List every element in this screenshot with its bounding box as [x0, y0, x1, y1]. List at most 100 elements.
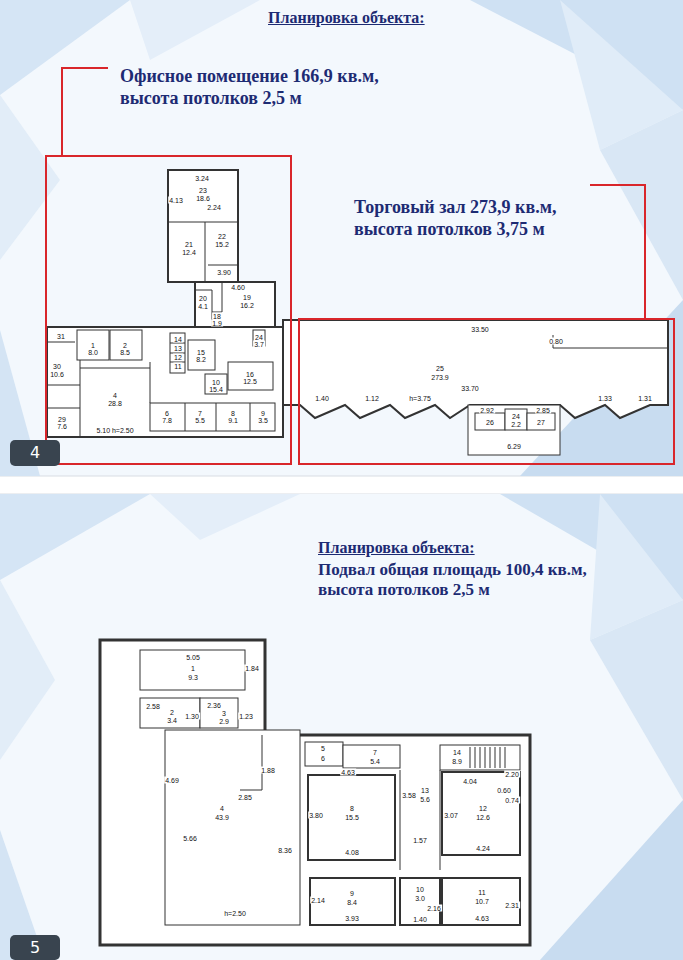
room-label: 5.4 [369, 758, 381, 765]
room-label: 3.5 [257, 417, 269, 424]
room-label: 3.90 [216, 269, 232, 276]
room-label: 8 [230, 410, 236, 417]
room-label: 2.2 [510, 421, 522, 428]
room-label: 5.6 [419, 796, 431, 803]
room-label: 31 [56, 333, 66, 340]
room-label: 1.30 [184, 713, 200, 720]
shop-plan [283, 320, 668, 455]
room-label: 7 [197, 410, 203, 417]
room-label: 26 [485, 419, 495, 426]
room-label: 5.05 [185, 654, 201, 661]
room-label: 0.60 [496, 787, 512, 794]
room-label: 4.1 [197, 303, 209, 310]
room-label: 3.07 [443, 812, 459, 819]
room-label: 5.66 [182, 835, 198, 842]
page-number: 4 [10, 440, 60, 466]
room-label: 8.2 [195, 356, 207, 363]
room-label: 6 [320, 755, 326, 762]
room-label: 15.2 [214, 241, 230, 248]
room-label: 1.31 [637, 395, 653, 402]
room-label: 1.88 [260, 767, 276, 774]
room-label: 33.50 [470, 326, 490, 333]
room-label: 14 [173, 336, 183, 343]
room-label: 1.12 [364, 395, 380, 402]
room-label: 3.0 [414, 895, 426, 902]
office-plan [47, 170, 283, 437]
area-frame: Торговый зал 273,9 кв.м, высота потолков… [298, 318, 675, 465]
slide-panel: Планировка объекта:Подвал общая площадь … [0, 494, 683, 960]
room-label: 2.20 [504, 771, 520, 778]
room-label: 4.04 [462, 778, 478, 785]
slide-panel: Планировка объекта:Офисное помещение 166… [0, 0, 683, 476]
room-label: 2 [122, 342, 128, 349]
room-label: 16.2 [239, 302, 255, 309]
room-label: 13 [420, 787, 430, 794]
slide-title: Планировка объекта: [318, 538, 475, 558]
room-label: 3.4 [166, 717, 178, 724]
room-label: 5 [320, 745, 326, 752]
room-label: 23 [198, 187, 208, 194]
room-label: 12 [478, 805, 488, 812]
room-label: 2.16 [426, 905, 442, 912]
room-label: 2.85 [535, 407, 551, 414]
room-label: 6 [164, 410, 170, 417]
room-label: 43.9 [214, 814, 230, 821]
room-label: 22 [217, 233, 227, 240]
room-label: 28.8 [107, 400, 123, 407]
room-label: 5.10 h=2.50 [95, 427, 134, 434]
room-label: 3.24 [194, 175, 210, 182]
room-label: 16 [245, 371, 255, 378]
room-label: 1.33 [597, 395, 613, 402]
room-label: 5.5 [194, 417, 206, 424]
room-label: 3.58 [401, 792, 417, 799]
room-label: 9 [349, 890, 355, 897]
room-label: 4.63 [340, 769, 356, 776]
room-label: 1.84 [244, 665, 260, 672]
room-label: 4.13 [168, 197, 184, 204]
room-label: 27 [536, 419, 546, 426]
room-label: 12.6 [475, 814, 491, 821]
room-label: 3.7 [253, 341, 265, 348]
room-label: 8 [349, 805, 355, 812]
room-label: 2 [169, 709, 175, 716]
room-label: 0.74 [504, 797, 520, 804]
slide-title: Планировка объекта: [268, 8, 425, 28]
area-callout: Подвал общая площадь 100,4 кв.м, высота … [318, 560, 618, 600]
room-label: 19 [242, 294, 252, 301]
basement-plan [100, 640, 530, 945]
room-label: 8.0 [87, 349, 99, 356]
room-label: 24 [511, 413, 521, 420]
room-label: 13 [173, 345, 183, 352]
room-label: 8.36 [277, 847, 293, 854]
room-label: 4.24 [475, 845, 491, 852]
room-label: 2.24 [206, 204, 222, 211]
room-label: 20 [198, 295, 208, 302]
room-label: 4 [219, 805, 225, 812]
room-label: 4.63 [474, 915, 490, 922]
room-label: 12.5 [242, 378, 258, 385]
room-label: 24 [254, 334, 264, 341]
area-callout: Торговый зал 273,9 кв.м, высота потолков… [354, 196, 609, 240]
room-label: 1.9 [211, 320, 223, 327]
page-number-text: 5 [10, 938, 60, 958]
room-label: 25 [435, 365, 445, 372]
room-label: 10.7 [474, 898, 490, 905]
room-label: 18 [212, 313, 222, 320]
room-label: 8.4 [346, 899, 358, 906]
room-label: h=3.75 [408, 395, 432, 402]
room-label: 12.4 [181, 249, 197, 256]
room-label: 3 [221, 710, 227, 717]
room-label: 7.8 [161, 417, 173, 424]
room-label: 4 [112, 392, 118, 399]
room-label: 2.58 [145, 703, 161, 710]
room-label: 3.93 [344, 915, 360, 922]
room-label: 10 [415, 886, 425, 893]
room-label: 4.60 [230, 284, 246, 291]
room-label: 2.36 [206, 702, 222, 709]
room-label: 30 [52, 363, 62, 370]
room-label: 33.70 [460, 385, 480, 392]
room-label: 1.40 [412, 916, 428, 923]
